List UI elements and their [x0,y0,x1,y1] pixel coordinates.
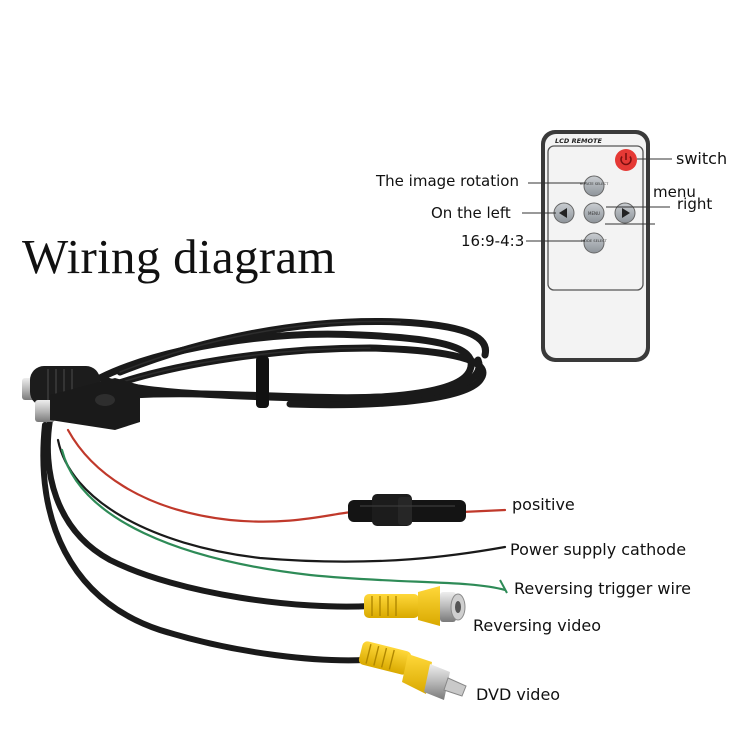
rca-plug-dvd [358,641,467,700]
remote-button-panel [547,145,644,291]
menu-button[interactable] [583,202,605,224]
right-arrow-icon [622,208,630,218]
rotate-select-label: ROTATE SELECT [580,182,609,186]
callout-on-the-left: On the left [431,204,511,222]
callout-switch: switch [676,149,728,168]
mode-select-label: MODE SELECT [581,239,607,243]
callout-right: right [677,195,713,213]
label-positive: positive [512,495,575,514]
label-reversing-trigger-wire: Reversing trigger wire [514,579,692,598]
trigger-wire-tip [499,579,508,594]
callout-aspect-ratio: 16:9-4:3 [461,232,525,250]
fuse-holder [348,494,466,526]
left-arrow-icon [559,208,567,218]
callout-image-rotation: The image rotation [376,172,519,190]
remote-brand-label: LCD REMOTE [555,137,602,145]
label-dvd-video: DVD video [476,685,561,704]
cable-harness [40,318,507,664]
rotate-select-button[interactable] [583,175,605,197]
diagram-title: Wiring diagram [22,229,336,284]
menu-button-label: MENU [588,211,600,216]
callout-menu: menu [653,183,696,201]
label-reversing-video: Reversing video [473,616,601,635]
remote-control: LCD REMOTE ROTATE SELECT MENU MODE SELEC… [541,130,650,362]
label-power-supply-cathode: Power supply cathode [510,540,687,559]
din-connectors [22,366,140,430]
remote-callout-lines [522,158,672,242]
mode-select-button[interactable] [583,232,605,254]
rca-jack-reversing [364,586,466,626]
power-icon [620,153,632,166]
din-plug-lower [50,378,140,430]
